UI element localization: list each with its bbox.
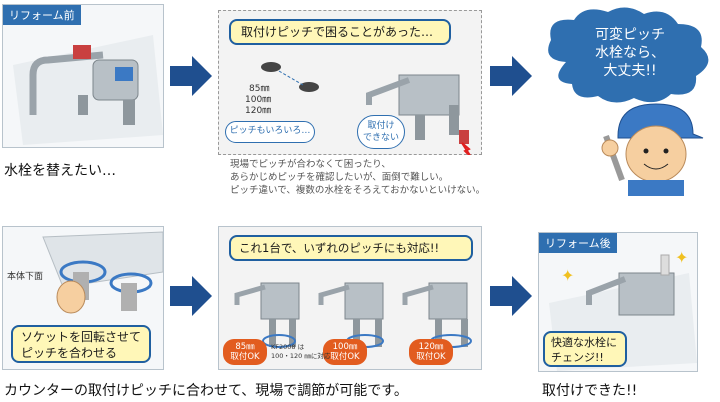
cloud-line2: 水栓なら、 [595,45,665,61]
arrow-right-icon [170,276,212,316]
svg-text:✦: ✦ [561,266,574,285]
before-panel: リフォーム前 [2,4,164,148]
solution-panel: これ1台で、いずれのピッチにも対応!! 85㎜ 取付OK 100㎜ [218,226,482,370]
pill-100-pitch: 100㎜ [332,342,358,352]
pill-85-pitch: 85㎜ [235,342,255,352]
pitch-bubble: ピッチもいろいろ… [225,121,315,143]
after-box: 快適な水栓に チェンジ!! [543,331,627,367]
pitch-120: 120㎜ [245,106,272,116]
problem-title: 取付けピッチで困ることがあった… [229,19,451,45]
kf-note-line1: KF2008 は [271,343,305,351]
pill-120-ok: 取付OK [416,352,446,362]
after-panel: リフォーム後 ✦ ✦ 快適な水栓に チェンジ!! [538,232,698,372]
cloud-line1: 可変ピッチ [595,27,665,43]
body-label: 本体下面 [7,272,44,282]
three-faucets-illustration [234,282,472,348]
arrow-right-icon [490,56,532,96]
note-line-3: ピッチ違いで、複数の水栓をそろえておかないといけない。 [230,185,486,196]
after-caption: 取付けできた!! [542,383,638,399]
cloud-text: 可変ピッチ 水栓なら、 大丈夫!! [560,26,700,80]
cannot-install-line2: できない [362,133,399,143]
socket-panel: 本体下面 ソケットを回転させて ピッチを合わせる [2,226,164,370]
problem-panel: 取付けピッチで困ることがあった… 85㎜ 100㎜ 120㎜ ピッチもいろいろ…… [218,10,482,155]
kf-note: KF2008 は 100・120 ㎜に対応 [271,343,330,361]
cloud-bubble-icon [548,7,709,103]
cannot-install-bubble: 取付け できない [357,115,405,149]
pill-85: 85㎜ 取付OK [223,339,267,365]
cannot-install-line1: 取付け [367,121,395,131]
pitch-100: 100㎜ [245,95,272,105]
kf-note-line2: 100・120 ㎜に対応 [271,352,331,360]
socket-line2: ピッチを合わせる [21,346,118,360]
socket-line1: ソケットを回転させて [21,330,142,344]
after-box-line1: 快適な水栓に [551,336,617,349]
note-line-2: あらかじめピッチを確認したいが、面倒で難しい。 [230,172,449,183]
pill-120-pitch: 120㎜ [418,342,444,352]
pitch-85: 85㎜ [249,84,270,94]
pill-100: 100㎜ 取付OK [323,339,367,365]
pitch-diagram [261,62,471,155]
arrow-right-icon [490,276,532,316]
socket-illustration [42,231,163,314]
note-line-1: 現場でピッチが合わなくて困ったり、 [230,159,391,170]
svg-text:✦: ✦ [675,248,688,267]
before-tag: リフォーム前 [3,5,81,25]
after-box-line2: チェンジ!! [551,351,604,364]
socket-instruction: ソケットを回転させて ピッチを合わせる [11,325,151,363]
problem-notes: 現場でピッチが合わなくて困ったり、 あらかじめピッチを確認したいが、面倒で難しい… [230,158,485,197]
solution-caption: カウンターの取付けピッチに合わせて、現場で調節が可能です。 [4,383,408,399]
arrow-right-icon [170,56,212,96]
cloud-line3: 大丈夫!! [603,63,657,79]
pill-120: 120㎜ 取付OK [409,339,453,365]
solution-title: これ1台で、いずれのピッチにも対応!! [229,235,473,261]
old-faucet-illustration [13,35,163,145]
plumber-icon [601,103,704,196]
pill-100-ok: 取付OK [330,352,360,362]
before-caption: 水栓を替えたい… [4,163,116,179]
after-tag: リフォーム後 [539,233,617,253]
pill-85-ok: 取付OK [230,352,260,362]
